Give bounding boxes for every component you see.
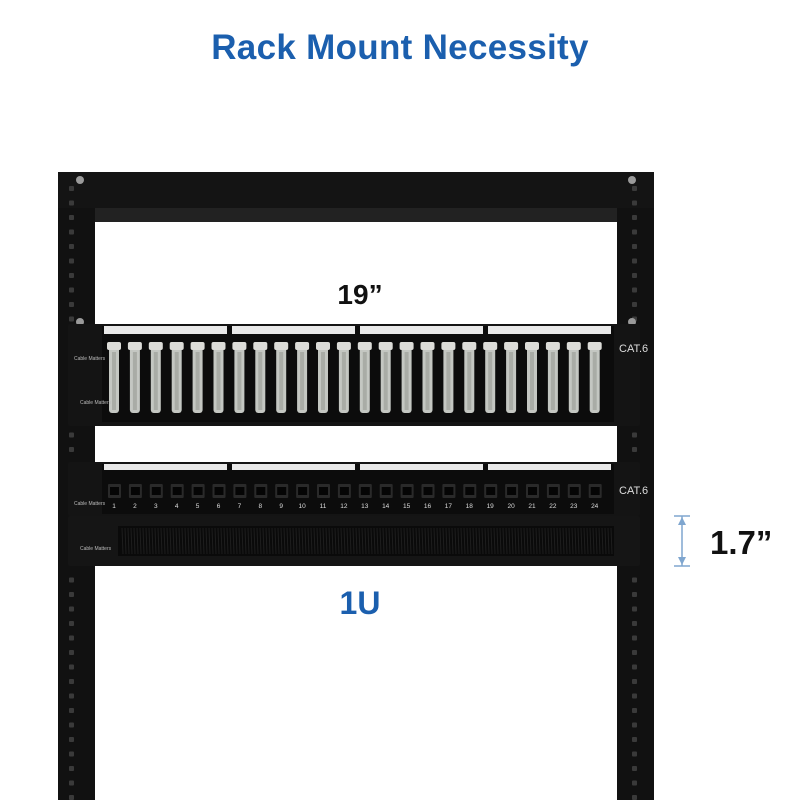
port-number: 13: [361, 503, 369, 510]
page-title: Rack Mount Necessity: [211, 28, 589, 67]
rack-top-bar: [58, 172, 654, 208]
port-number: 15: [402, 503, 411, 510]
port-number: 23: [570, 503, 578, 510]
brand-text-middle: Cable Matters: [80, 400, 112, 406]
port-number: 14: [382, 503, 390, 510]
cat6-label-upper: CAT.6: [619, 343, 649, 355]
cat6-label-lower: CAT.6: [619, 485, 649, 497]
port-number: 4: [174, 503, 179, 510]
port-number: 24: [591, 503, 599, 510]
brush-panel: [68, 516, 640, 566]
brand-text-upper: Cable Matters: [74, 356, 106, 362]
port-number: 8: [258, 503, 263, 510]
unit-label: 1U: [339, 585, 381, 621]
port-number: 16: [423, 503, 432, 510]
rack-top-bar-lip: [95, 208, 617, 222]
port-number: 21: [528, 503, 536, 510]
height-dimension-line: [674, 515, 690, 567]
width-label: 19”: [337, 279, 383, 310]
port-number: 11: [319, 503, 327, 510]
port-number: 12: [340, 503, 348, 510]
height-label: 1.7”: [710, 524, 773, 561]
port-number: 17: [444, 503, 452, 510]
port-number: 5: [195, 503, 200, 510]
port-number: 22: [549, 503, 557, 510]
port-number: 7: [237, 503, 242, 510]
port-number: 10: [298, 503, 306, 510]
brand-text-brush: Cable Matters: [80, 546, 112, 552]
port-number: 3: [153, 503, 158, 510]
patch-panel-upper: [68, 324, 640, 426]
port-number: 2: [133, 503, 137, 510]
brand-text-lower: Cable Matters: [74, 501, 106, 507]
patch-panel-lower: [68, 462, 640, 516]
port-number: 18: [465, 503, 473, 510]
port-number: 6: [216, 503, 221, 510]
port-number: 9: [279, 503, 283, 510]
port-number: 1: [112, 503, 116, 510]
port-number: 19: [486, 503, 494, 510]
port-number: 20: [507, 503, 515, 510]
